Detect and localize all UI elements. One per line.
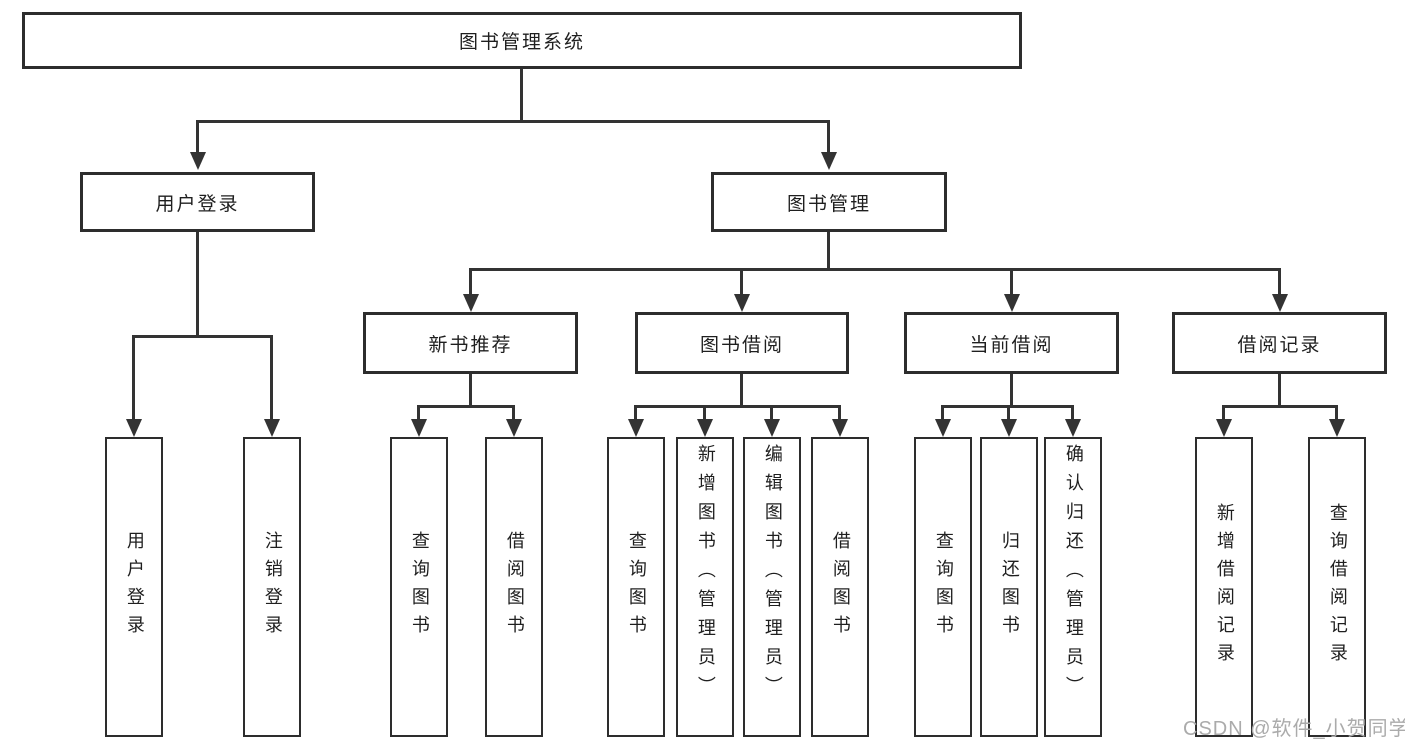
- arrow-down-icon: [506, 419, 522, 437]
- connector-line: [520, 69, 523, 123]
- arrow-down-icon: [264, 419, 280, 437]
- node-user-login: 用户登录: [80, 172, 315, 232]
- connector-line: [196, 232, 199, 338]
- connector-line: [740, 268, 743, 297]
- connector-line: [770, 405, 773, 421]
- node-borrowing-records: 借阅记录: [1172, 312, 1387, 374]
- arrow-down-icon: [1004, 294, 1020, 312]
- node-book-borrowing-label: 图书借阅: [699, 334, 784, 356]
- connector-line: [634, 405, 637, 421]
- node-current-borrowing: 当前借阅: [904, 312, 1119, 374]
- arrow-down-icon: [764, 419, 780, 437]
- arrow-down-icon: [1216, 419, 1232, 437]
- arrow-down-icon: [1272, 294, 1288, 312]
- node-new-book-recommend-label: 新书推荐: [428, 334, 513, 356]
- leaf-query-borrow-record: 查询借阅记录: [1308, 437, 1366, 737]
- leaf-query-books-3: 查询图书: [914, 437, 972, 737]
- node-book-borrowing: 图书借阅: [635, 312, 849, 374]
- node-book-management-label: 图书管理: [786, 193, 871, 215]
- connector-line: [417, 405, 515, 408]
- connector-line: [469, 374, 472, 408]
- connector-line: [1010, 374, 1013, 408]
- leaf-return-books: 归还图书: [980, 437, 1038, 737]
- leaf-query-books-1: 查询图书: [390, 437, 448, 737]
- arrow-down-icon: [463, 294, 479, 312]
- arrow-down-icon: [1001, 419, 1017, 437]
- connector-line: [469, 268, 1281, 271]
- connector-line: [1278, 374, 1281, 408]
- node-current-borrowing-label: 当前借阅: [969, 334, 1054, 356]
- arrow-down-icon: [126, 419, 142, 437]
- leaf-add-books-admin: 新增图书（管理员）: [676, 437, 734, 737]
- connector-line: [469, 268, 472, 297]
- connector-line: [1278, 268, 1281, 297]
- connector-line: [132, 335, 273, 338]
- leaf-borrow-books-2: 借阅图书: [811, 437, 869, 737]
- arrow-down-icon: [821, 152, 837, 170]
- connector-line: [1007, 405, 1010, 421]
- watermark: CSDN @软件_小贺同学: [1183, 718, 1405, 740]
- arrow-down-icon: [1065, 419, 1081, 437]
- leaf-confirm-return-admin: 确认归还（管理员）: [1044, 437, 1102, 737]
- node-borrowing-records-label: 借阅记录: [1237, 334, 1322, 356]
- arrow-down-icon: [935, 419, 951, 437]
- connector-line: [512, 405, 515, 421]
- leaf-logout: 注销登录: [243, 437, 301, 737]
- leaf-add-borrow-record: 新增借阅记录: [1195, 437, 1253, 737]
- connector-line: [1222, 405, 1225, 421]
- connector-line: [703, 405, 706, 421]
- connector-line: [827, 232, 830, 271]
- node-root-label: 图书管理系统: [458, 32, 585, 53]
- leaf-user-login: 用户登录: [105, 437, 163, 737]
- connector-line: [1222, 405, 1338, 408]
- arrow-down-icon: [734, 294, 750, 312]
- connector-line: [1010, 268, 1013, 297]
- arrow-down-icon: [1329, 419, 1345, 437]
- node-new-book-recommend: 新书推荐: [363, 312, 578, 374]
- connector-line: [1071, 405, 1074, 421]
- node-root: 图书管理系统: [22, 12, 1022, 69]
- connector-line: [941, 405, 944, 421]
- connector-line: [270, 335, 273, 421]
- arrow-down-icon: [190, 152, 206, 170]
- arrow-down-icon: [832, 419, 848, 437]
- connector-line: [196, 120, 199, 154]
- connector-line: [634, 405, 841, 408]
- arrow-down-icon: [628, 419, 644, 437]
- leaf-edit-books-admin: 编辑图书（管理员）: [743, 437, 801, 737]
- node-user-login-label: 用户登录: [155, 193, 240, 215]
- connector-line: [417, 405, 420, 421]
- connector-line: [132, 335, 135, 421]
- connector-line: [740, 374, 743, 408]
- leaf-borrow-books-1: 借阅图书: [485, 437, 543, 737]
- leaf-query-books-2: 查询图书: [607, 437, 665, 737]
- connector-line: [196, 120, 830, 123]
- connector-line: [827, 120, 830, 154]
- connector-line: [1335, 405, 1338, 421]
- connector-line: [838, 405, 841, 421]
- arrow-down-icon: [697, 419, 713, 437]
- arrow-down-icon: [411, 419, 427, 437]
- node-book-management: 图书管理: [711, 172, 947, 232]
